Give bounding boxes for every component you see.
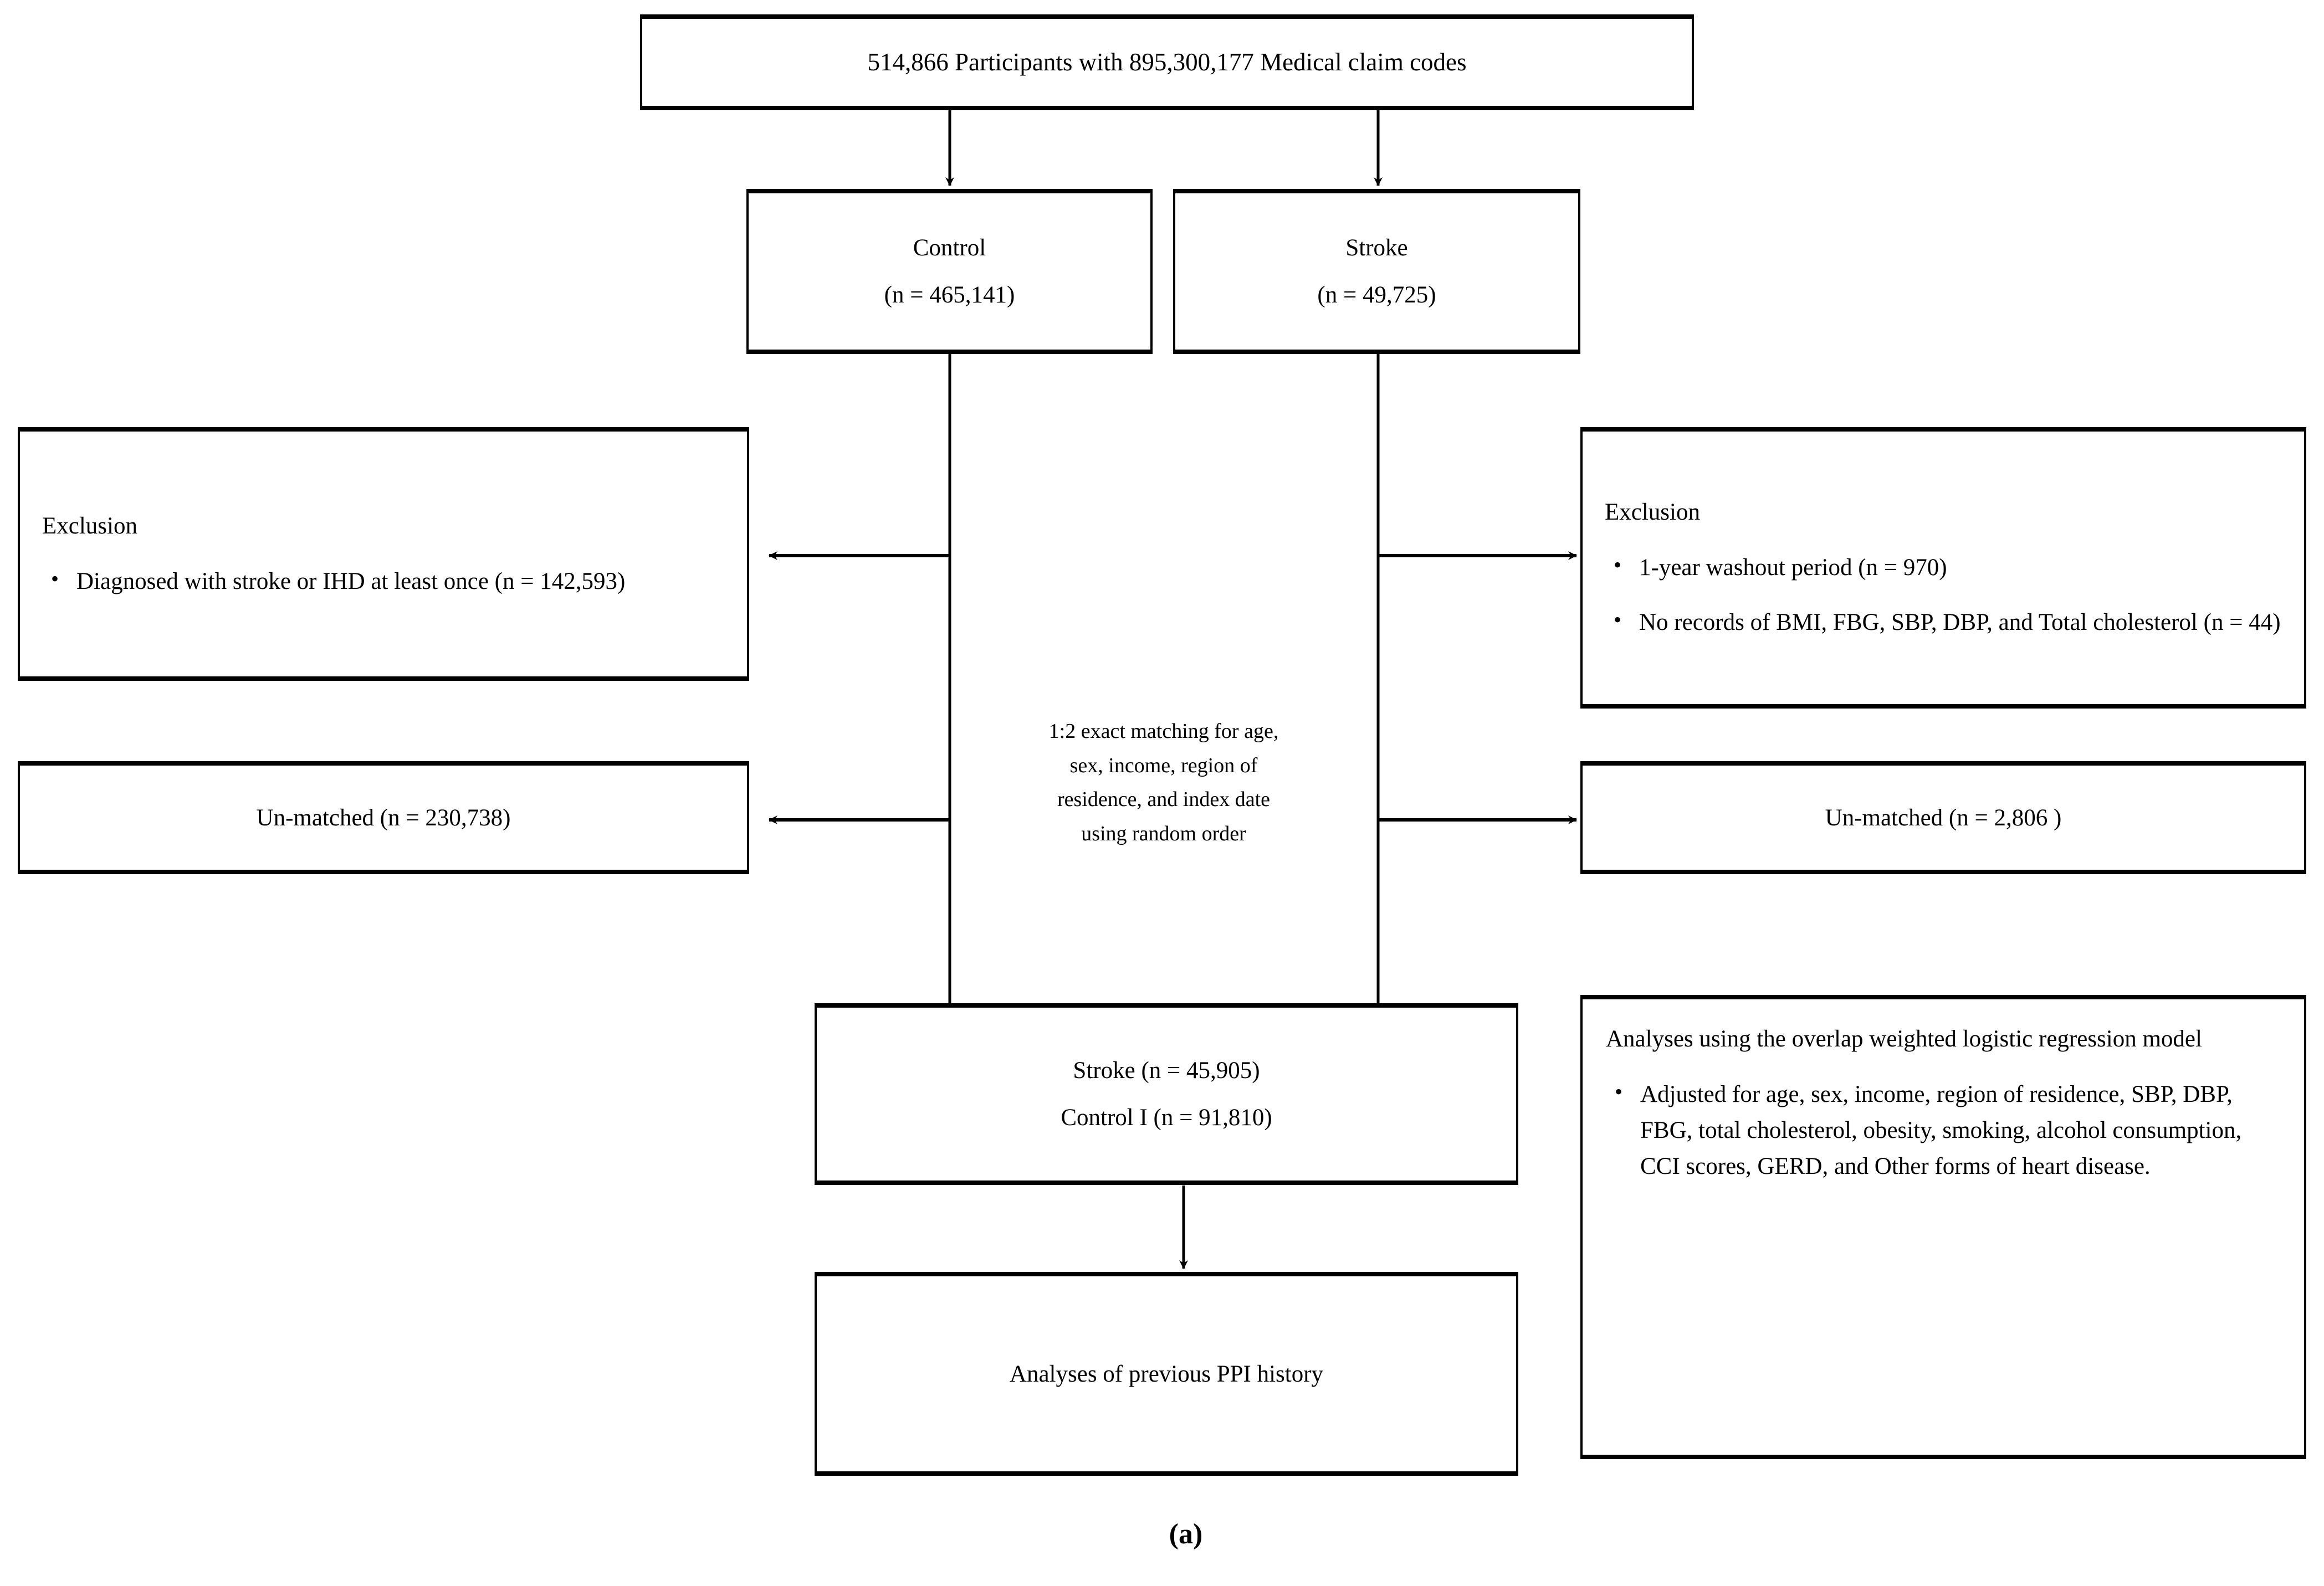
node-exclusion-right: Exclusion 1-year washout period (n = 970…	[1580, 427, 2306, 709]
model-note-heading: Analyses using the overlap weighted logi…	[1606, 1026, 2202, 1052]
analyses-ppi-history-text: Analyses of previous PPI history	[1009, 1361, 1324, 1387]
matching-note-line: residence, and index date	[1057, 788, 1271, 812]
node-stroke-group: Stroke (n = 49,725)	[1173, 189, 1580, 354]
node-matched-cohort: Stroke (n = 45,905) Control I (n = 91,81…	[815, 1003, 1518, 1185]
exclusion-left-list: Diagnosed with stroke or IHD at least on…	[42, 545, 725, 599]
stroke-group-label: Stroke	[1345, 235, 1408, 261]
node-unmatched-right: Un-matched (n = 2,806 )	[1580, 761, 2306, 874]
list-item: Adjusted for age, sex, income, region of…	[1606, 1075, 2281, 1185]
control-group-count: (n = 465,141)	[884, 282, 1015, 308]
matching-note-line: 1:2 exact matching for age,	[1048, 720, 1279, 743]
matching-note-line: sex, income, region of	[1069, 753, 1258, 777]
list-item: 1-year washout period (n = 970)	[1605, 548, 2282, 586]
matched-cohort-control-count: Control I (n = 91,810)	[1061, 1105, 1272, 1131]
exclusion-left-heading: Exclusion	[42, 513, 137, 540]
matched-cohort-stroke-count: Stroke (n = 45,905)	[1073, 1058, 1260, 1084]
control-group-label: Control	[913, 235, 986, 261]
matching-note: 1:2 exact matching for age, sex, income,…	[975, 715, 1352, 851]
list-item: Diagnosed with stroke or IHD at least on…	[42, 562, 725, 599]
exclusion-right-heading: Exclusion	[1605, 499, 1700, 526]
node-analyses-ppi-history: Analyses of previous PPI history	[815, 1272, 1518, 1476]
source-population-text: 514,866 Participants with 895,300,177 Me…	[867, 48, 1467, 76]
exclusion-right-list: 1-year washout period (n = 970) No recor…	[1605, 531, 2282, 641]
unmatched-right-text: Un-matched (n = 2,806 )	[1825, 804, 2062, 831]
stroke-group-count: (n = 49,725)	[1317, 282, 1436, 308]
node-model-note: Analyses using the overlap weighted logi…	[1580, 995, 2306, 1459]
unmatched-left-text: Un-matched (n = 230,738)	[256, 804, 511, 831]
matching-note-line: using random order	[1081, 822, 1246, 845]
figure-caption-text: (a)	[1169, 1518, 1203, 1550]
node-source-population: 514,866 Participants with 895,300,177 Me…	[640, 14, 1694, 110]
list-item: No records of BMI, FBG, SBP, DBP, and To…	[1605, 603, 2282, 640]
node-exclusion-left: Exclusion Diagnosed with stroke or IHD a…	[18, 427, 749, 681]
model-note-list: Adjusted for age, sex, income, region of…	[1606, 1058, 2281, 1185]
node-control-group: Control (n = 465,141)	[746, 189, 1153, 354]
figure-caption: (a)	[1053, 1518, 1319, 1551]
node-unmatched-left: Un-matched (n = 230,738)	[18, 761, 749, 874]
